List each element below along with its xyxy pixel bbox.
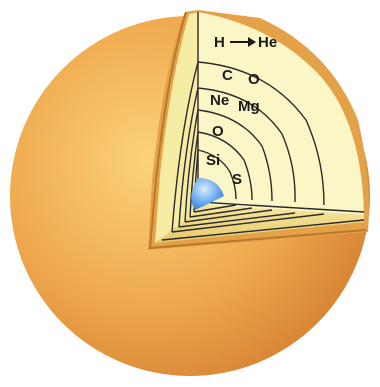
label-si: Si — [206, 152, 220, 169]
label-he: He — [258, 34, 277, 51]
label-h: H — [214, 34, 225, 51]
label-s: S — [232, 171, 242, 188]
label-o-inner: O — [212, 123, 224, 140]
label-o-outer: O — [248, 71, 260, 88]
label-ne: Ne — [210, 92, 229, 109]
label-mg: Mg — [238, 98, 260, 115]
label-c: C — [222, 67, 233, 84]
